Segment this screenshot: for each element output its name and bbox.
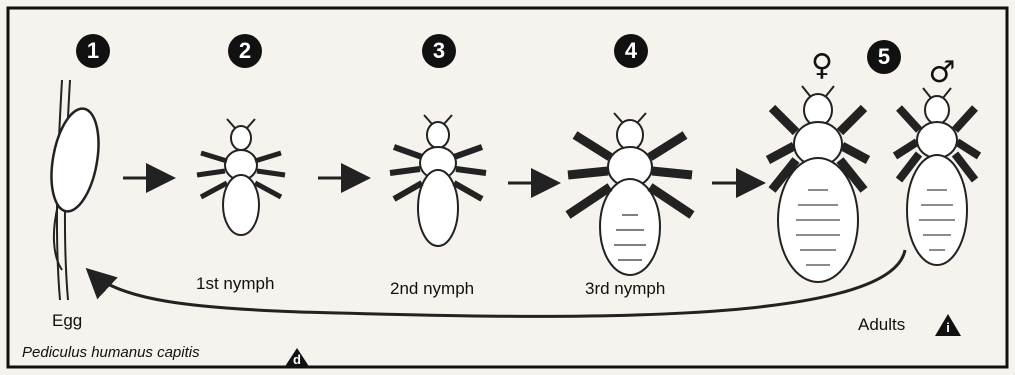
label-3rd-nymph: 3rd nymph bbox=[585, 279, 665, 299]
label-egg: Egg bbox=[52, 311, 82, 331]
female-symbol: ♀ bbox=[811, 48, 833, 83]
egg-illustration bbox=[44, 80, 105, 300]
adults-badge-letter: i bbox=[946, 320, 950, 335]
species-badge-letter: d bbox=[293, 352, 301, 367]
species-caption: Pediculus humanus capitis bbox=[22, 344, 200, 361]
stage-number-1: 1 bbox=[76, 34, 110, 68]
nymph3-illustration bbox=[568, 113, 692, 275]
label-adults: Adults bbox=[858, 315, 905, 335]
adult-female-illustration bbox=[768, 86, 868, 282]
label-2nd-nymph: 2nd nymph bbox=[390, 279, 474, 299]
stage-number-2: 2 bbox=[228, 34, 262, 68]
male-symbol: ♂ bbox=[929, 55, 956, 90]
nymph1-illustration bbox=[197, 119, 285, 235]
stage-number-4: 4 bbox=[614, 34, 648, 68]
stage-number-3: 3 bbox=[422, 34, 456, 68]
label-1st-nymph: 1st nymph bbox=[196, 274, 274, 294]
nymph2-illustration bbox=[390, 115, 486, 246]
adult-male-illustration bbox=[895, 88, 979, 265]
stage-number-5: 5 bbox=[867, 40, 901, 74]
